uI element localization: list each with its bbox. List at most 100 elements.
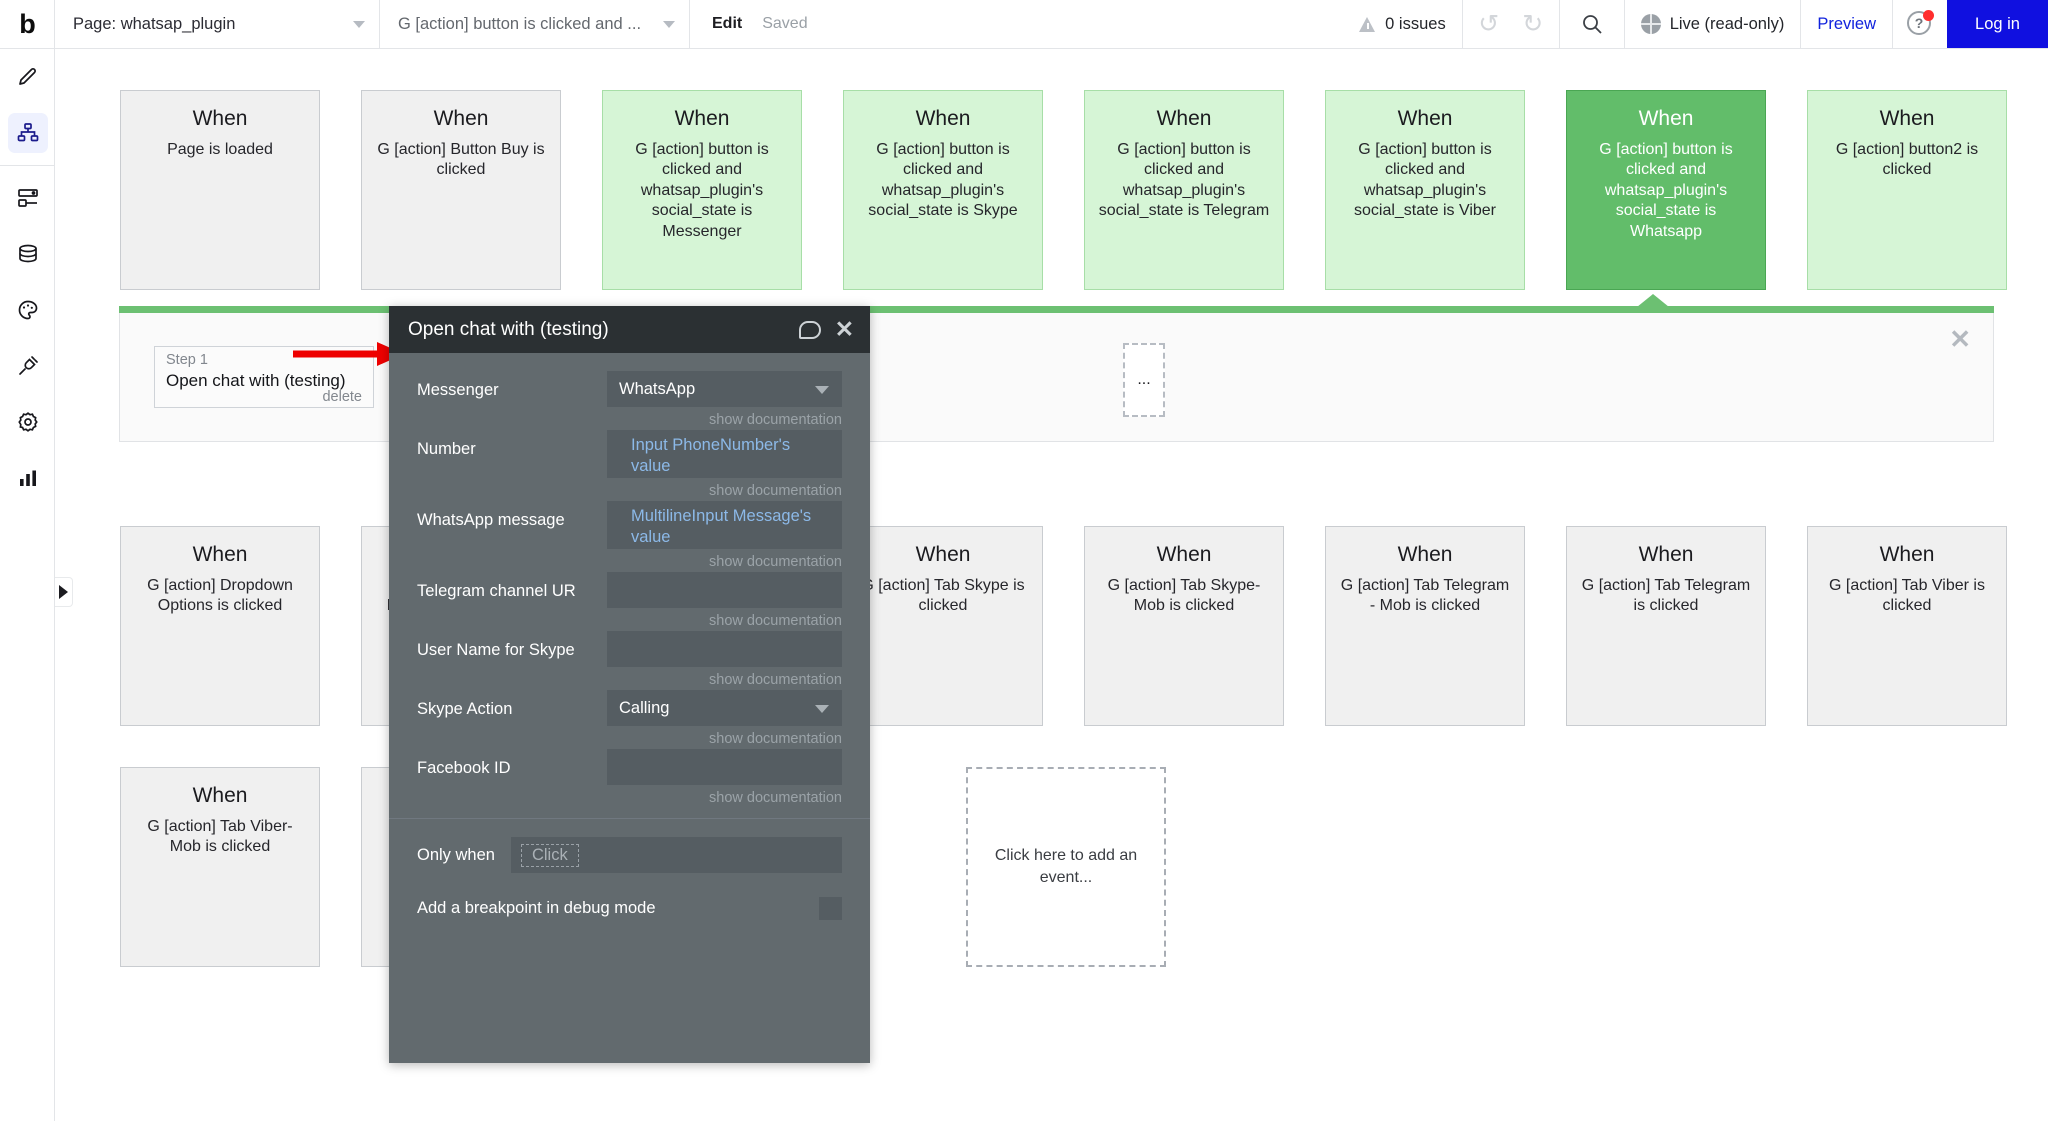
help-button[interactable]: ? — [1907, 10, 1935, 37]
undo-redo-group: ↺ ↻ — [1461, 0, 1559, 48]
breakpoint-checkbox[interactable] — [819, 897, 842, 920]
version-selector[interactable]: Live (read-only) — [1623, 0, 1801, 48]
workflow-step-card[interactable]: Step 1 Open chat with (testing) delete — [154, 346, 374, 408]
sidebar-item-elements[interactable] — [0, 170, 55, 226]
event-card[interactable]: When G [action] button is clicked and wha… — [1325, 90, 1525, 290]
event-card-when: When — [1638, 543, 1694, 566]
page-selector-label: Page: whatsap_plugin — [73, 14, 236, 33]
show-documentation-link[interactable]: show documentation — [709, 613, 842, 629]
field-select[interactable]: WhatsApp — [607, 371, 842, 407]
issues-indicator[interactable]: 0 issues — [1343, 0, 1462, 48]
panel-expander-button[interactable] — [55, 577, 73, 607]
close-icon[interactable]: ✕ — [834, 316, 854, 342]
field-input[interactable] — [607, 749, 842, 785]
field-select[interactable]: Calling — [607, 690, 842, 726]
notification-dot — [1923, 10, 1935, 21]
show-documentation-link[interactable]: show documentation — [709, 412, 842, 428]
field-label: Telegram channel UR — [417, 582, 576, 600]
event-card-description: G [action] Button Buy is clicked — [377, 141, 545, 179]
bubble-logo[interactable]: b — [0, 0, 55, 48]
event-card-when: When — [1156, 543, 1212, 566]
event-card-description: G [action] button2 is clicked — [1835, 141, 1979, 179]
event-card[interactable]: When G [action] Tab Viber-Mob is clicked — [120, 767, 320, 967]
comment-bubble-icon[interactable] — [798, 320, 821, 339]
field-input[interactable] — [607, 631, 842, 667]
event-card-when: When — [1879, 107, 1935, 130]
only-when-row: Only when Click — [389, 819, 870, 873]
rail-divider — [0, 165, 54, 166]
chevron-down-icon — [815, 705, 829, 713]
event-card-description: G [action] Tab Skype-Mob is clicked — [1107, 577, 1261, 615]
event-card-description: G [action] button is clicked and whatsap… — [635, 141, 769, 240]
preview-button[interactable]: Preview — [1817, 14, 1877, 33]
event-card-description: G [action] Tab Viber-Mob is clicked — [147, 818, 293, 856]
add-event-placeholder[interactable]: Click here to add an event... — [966, 767, 1166, 967]
bar-chart-icon — [8, 458, 48, 498]
sidebar-item-styles[interactable] — [0, 282, 55, 338]
show-documentation-link[interactable]: show documentation — [709, 731, 842, 747]
field-input[interactable]: Input PhoneNumber's value — [607, 430, 842, 478]
sidebar-item-logs[interactable] — [0, 450, 55, 506]
only-when-input[interactable]: Click — [510, 837, 842, 873]
add-action-placeholder[interactable]: ... — [1123, 343, 1165, 417]
edit-label[interactable]: Edit — [712, 15, 743, 32]
field-input[interactable]: MultilineInput Message's value — [607, 501, 842, 549]
field-control: MultilineInput Message's value show docum… — [607, 501, 842, 570]
page-selector[interactable]: Page: whatsap_plugin — [55, 0, 380, 48]
warning-triangle-icon — [1359, 16, 1376, 32]
preview-group: Preview — [1800, 0, 1892, 48]
event-card-description: G [action] button is clicked and whatsap… — [1354, 141, 1496, 220]
redo-button[interactable]: ↻ — [1522, 9, 1544, 38]
close-icon[interactable]: ✕ — [1949, 324, 1971, 354]
field-input[interactable] — [607, 572, 842, 608]
event-card-description: G [action] button is clicked and whatsap… — [1098, 141, 1270, 220]
event-card-description: G [action] button is clicked and whatsap… — [868, 141, 1018, 220]
event-card-when: When — [1156, 107, 1212, 130]
login-label: Log in — [1975, 14, 2020, 33]
event-card[interactable]: When G [action] Tab Skype-Mob is clicked — [1084, 526, 1284, 726]
event-card-description: G [action] Tab Viber is clicked — [1829, 577, 1985, 615]
sidebar-item-data[interactable] — [0, 226, 55, 282]
show-documentation-link[interactable]: show documentation — [709, 672, 842, 688]
show-documentation-link[interactable]: show documentation — [709, 483, 842, 499]
event-card[interactable]: When G [action] button is clicked and wha… — [1084, 90, 1284, 290]
login-button[interactable]: Log in — [1947, 0, 2048, 48]
field-label: WhatsApp message — [417, 511, 565, 529]
version-label: Live (read-only) — [1669, 14, 1785, 33]
event-card-when: When — [1397, 107, 1453, 130]
sidebar-item-settings[interactable] — [0, 394, 55, 450]
event-selector[interactable]: G [action] button is clicked and ... — [380, 0, 690, 48]
sidebar-item-plugins[interactable] — [0, 338, 55, 394]
workflow-panel-pointer — [1637, 294, 1669, 307]
logo-text: b — [19, 8, 35, 39]
event-card-when: When — [192, 543, 248, 566]
field-label: Facebook ID — [417, 759, 511, 777]
event-card-when: When — [192, 784, 248, 807]
modal-field-row: WhatsApp message MultilineInput Message's… — [389, 501, 870, 570]
show-documentation-link[interactable]: show documentation — [709, 554, 842, 570]
event-card[interactable]: When G [action] button2 is clicked — [1807, 90, 2007, 290]
field-control: Calling show documentation — [607, 690, 842, 747]
show-documentation-link[interactable]: show documentation — [709, 790, 842, 806]
sidebar-item-design[interactable] — [0, 49, 55, 105]
search-icon[interactable] — [1570, 13, 1614, 35]
step-delete-link[interactable]: delete — [322, 389, 362, 406]
undo-button[interactable]: ↺ — [1478, 9, 1500, 38]
plug-icon — [8, 346, 48, 386]
sidebar-item-workflow[interactable] — [0, 105, 55, 161]
question-mark-icon: ? — [1907, 11, 1932, 35]
event-card-when: When — [192, 107, 248, 130]
